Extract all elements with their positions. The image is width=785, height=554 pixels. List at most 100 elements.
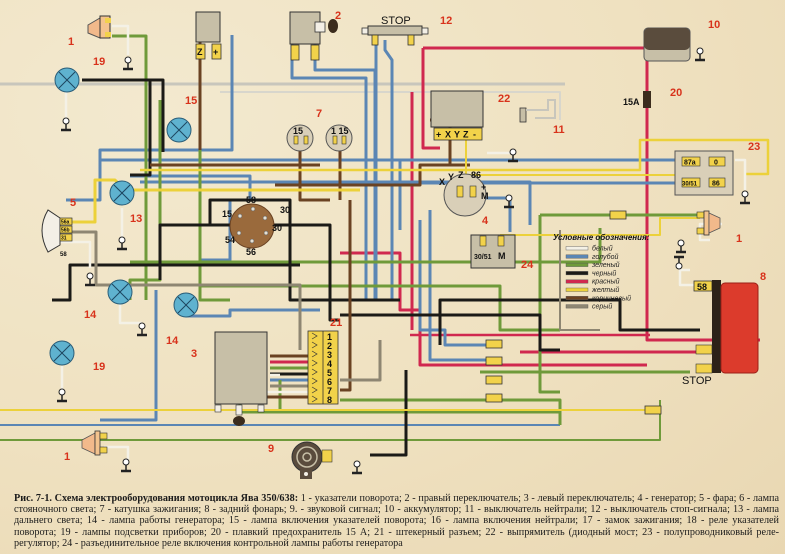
caption-title: Рис. 7-1. Схема электрооборудования мото… <box>14 493 299 504</box>
relay24-terminal-m: M <box>498 251 506 261</box>
connector21-socket-6 <box>311 377 318 385</box>
callout-13: 13 <box>130 213 142 225</box>
neutral-switch-11 <box>519 99 556 123</box>
relay23-terminal-0: 0 <box>714 160 718 167</box>
legend-swatch-0 <box>565 246 589 251</box>
terminal-plus: + <box>213 47 218 57</box>
legend-label-6: коричневый <box>592 294 631 302</box>
legend-swatch-7 <box>565 304 589 309</box>
connector21-socket-4 <box>311 359 318 367</box>
callout-5: 5 <box>70 197 76 209</box>
legend-swatch-4 <box>565 279 589 284</box>
regulator-box-top <box>195 11 222 60</box>
callout-19-top: 19 <box>93 56 105 68</box>
connector21-pin-1: 1 <box>327 332 332 342</box>
legend-label-5: желтый <box>591 286 619 294</box>
headlamp-terminal-58: 58 <box>60 252 67 258</box>
callout-9: 9 <box>268 443 274 455</box>
fuse-20 <box>643 91 651 108</box>
callout-14-right: 14 <box>166 335 179 347</box>
legend-title: Условные обозначения: <box>553 233 650 242</box>
relay23-terminal-30-51: 30/51 <box>682 182 698 188</box>
fuse-rating: 15A <box>623 97 640 107</box>
caption-body: 1 - указатели поворота; 2 - правый перек… <box>14 493 779 549</box>
callout-21: 21 <box>330 317 342 329</box>
generator-lamp-14-left <box>107 279 149 337</box>
relay23-terminal-87a: 87a <box>684 160 696 167</box>
ignition-terminal-30a: 30 <box>280 205 290 215</box>
headlamp-5 <box>41 209 97 287</box>
turn-signal-rear-left <box>81 430 133 473</box>
legend-swatch-5 <box>565 287 589 292</box>
headlamp-terminal-56a: 56a <box>61 220 70 226</box>
connector-21 <box>307 330 339 405</box>
legend-label-2: зеленый <box>591 261 620 269</box>
callout-23: 23 <box>748 141 760 153</box>
tail-lamp-8 <box>693 280 759 374</box>
connector21-pin-2: 2 <box>327 341 332 351</box>
bullet-connectors <box>485 210 662 415</box>
rectifier-terminal-z: Z <box>463 130 469 140</box>
callout-15: 15 <box>185 95 197 107</box>
turn-signal-rear-right <box>672 210 721 271</box>
separation-relay-24 <box>470 234 516 269</box>
callout-1: 1 <box>68 36 74 48</box>
generator-lamp-14-right <box>173 292 199 318</box>
rectifier-22 <box>430 90 520 163</box>
horn-9 <box>291 441 364 479</box>
terminal-z: Z <box>197 47 203 57</box>
relay23-terminal-86: 86 <box>712 181 720 188</box>
stop-switch-label: STOP <box>381 15 411 27</box>
legend-swatch-3 <box>565 271 589 276</box>
rectifier-terminal-minus: - <box>473 130 476 140</box>
callout-4: 4 <box>482 215 489 227</box>
generator-terminal-z: Z <box>458 170 464 180</box>
callout-7: 7 <box>316 108 322 120</box>
connector21-socket-3 <box>311 350 318 358</box>
legend-swatch-2 <box>565 262 589 267</box>
tail-lamp-stop-label: STOP <box>682 375 712 387</box>
legend: Условные обозначения: белыйголубойзелены… <box>553 233 650 311</box>
turn-indicator-lamp-15 <box>166 117 192 143</box>
legend-label-7: серый <box>592 303 612 311</box>
callout-1-right: 1 <box>736 233 742 245</box>
generator-terminal-x: X <box>439 177 445 187</box>
coil-left-terminal-label: 15 <box>293 126 303 136</box>
connector21-pin-8: 8 <box>327 395 332 405</box>
stop-switch-12 <box>361 25 429 46</box>
figure-caption: Рис. 7-1. Схема электрооборудования мото… <box>14 493 779 549</box>
relay24-terminal-30-51: 30/51 <box>474 254 492 261</box>
legend-label-0: белый <box>592 245 613 253</box>
battery-10 <box>643 27 707 62</box>
tail-lamp-terminal-58: 58 <box>697 282 707 292</box>
callout-3: 3 <box>191 348 197 360</box>
rectifier-terminal-y: Y <box>454 130 460 140</box>
left-switch-3 <box>214 331 268 426</box>
callout-1-bottom: 1 <box>64 451 70 463</box>
rectifier-terminal-x: X <box>445 130 451 140</box>
connector21-socket-5 <box>311 368 318 376</box>
callout-22: 22 <box>498 93 510 105</box>
connector21-pin-3: 3 <box>327 350 332 360</box>
legend-swatch-1 <box>565 254 589 259</box>
callout-8: 8 <box>760 271 766 283</box>
ignition-coil-7 <box>286 124 353 152</box>
wires <box>0 24 770 460</box>
rectifier-terminal-plus: + <box>436 130 441 140</box>
ignition-switch-17 <box>229 203 275 249</box>
connector21-socket-1 <box>311 332 318 340</box>
connector21-pin-7: 7 <box>327 386 332 396</box>
callout-19-bottom: 19 <box>93 361 105 373</box>
callout-12: 12 <box>440 15 452 27</box>
generator-terminal-plus: + <box>481 182 486 192</box>
legend-label-4: красный <box>592 278 620 286</box>
connector21-socket-7 <box>311 386 318 394</box>
callout-20: 20 <box>670 87 682 99</box>
coil-right-terminal-label: 1 15 <box>331 126 349 136</box>
callout-10: 10 <box>708 19 720 31</box>
turn-signal-front-left <box>87 15 135 71</box>
generator-4 <box>443 173 516 217</box>
callout-2: 2 <box>335 10 341 22</box>
